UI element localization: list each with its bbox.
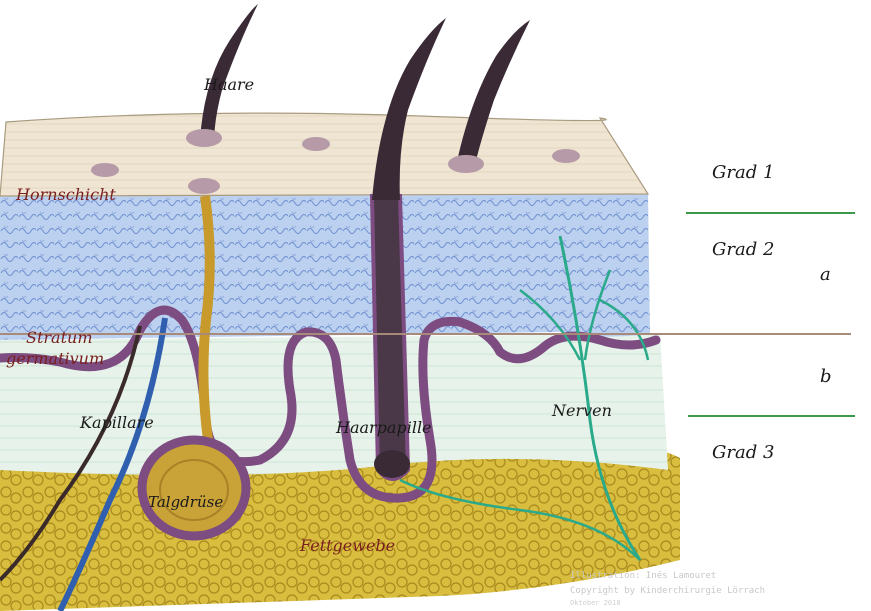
papillary-dermis	[0, 192, 650, 340]
label-grad-1: Grad 1	[712, 162, 774, 183]
nerve-main	[558, 235, 642, 561]
label-kapillare: Kapillare	[79, 413, 154, 432]
hair-papilla	[374, 450, 410, 478]
stratum-germinativum-line	[0, 305, 661, 503]
nerve-to-papilla	[399, 478, 641, 561]
nerve-branch	[519, 269, 650, 361]
label-stratum-line1: Stratum	[26, 328, 92, 347]
label-haare: Haare	[203, 75, 254, 94]
hair-shaft-3	[456, 20, 530, 168]
pore	[302, 137, 330, 151]
label-haarpapille: Haarpapille	[335, 418, 432, 437]
pore	[552, 149, 580, 163]
label-stratum-line2: germativum	[6, 349, 104, 368]
label-fettgewebe: Fettgewebe	[299, 536, 395, 555]
label-grad-3: Grad 3	[712, 442, 774, 463]
hair-shaft-2	[372, 18, 446, 200]
label-hornschicht: Hornschicht	[15, 185, 116, 204]
sebaceous-duct	[198, 195, 215, 441]
label-grad-2: Grad 2	[712, 239, 774, 260]
copyright-line-3: Oktober 2018	[570, 599, 621, 607]
capillary-vessel	[57, 317, 168, 611]
pore	[448, 155, 484, 173]
label-grad-2b: b	[820, 366, 832, 387]
pore	[186, 129, 222, 147]
label-grad-2a: a	[820, 264, 831, 285]
copyright-line-2: Copyright by Kinderchirurgie Lörrach	[570, 586, 765, 596]
label-nerven: Nerven	[551, 401, 612, 420]
pore	[91, 163, 119, 177]
horn-layer	[0, 112, 650, 197]
label-talgdruese: Talgdrüse	[148, 493, 223, 511]
sebaceous-gland	[137, 435, 251, 541]
dermis-layer	[0, 334, 668, 476]
hair-shaft-1	[200, 4, 258, 144]
copyright-line-1: Illustration: Inés Lamouret	[570, 570, 716, 581]
pore	[188, 178, 220, 194]
